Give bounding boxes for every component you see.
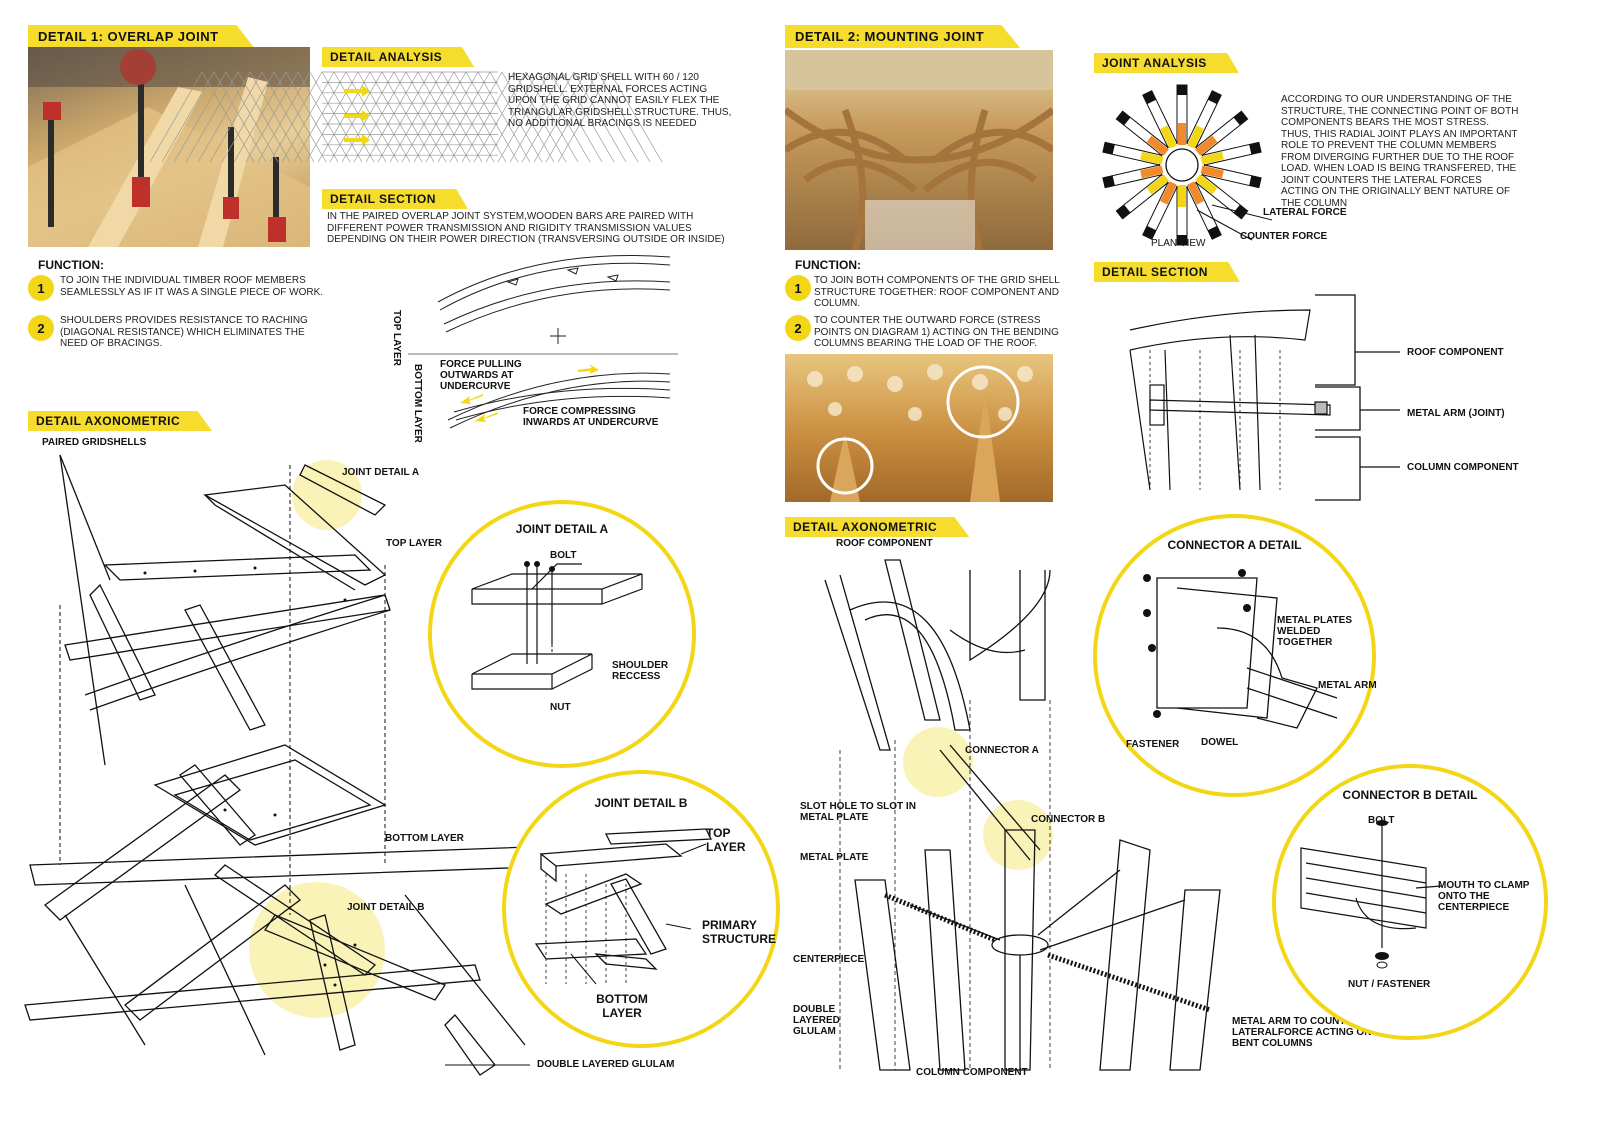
joint-analysis-tag: JOINT ANALYSIS xyxy=(1094,53,1239,73)
function-title-right: FUNCTION: xyxy=(795,258,861,272)
lateral-force-label: LATERAL FORCE xyxy=(1263,207,1347,218)
bolt-label: BOLT xyxy=(550,550,577,561)
radial-spoke xyxy=(1200,164,1262,189)
detail-axonometric-tag-left: DETAIL AXONOMETRIC xyxy=(28,411,213,431)
connector-a-drawing xyxy=(1143,569,1338,729)
overlap-joint-photo-art xyxy=(28,47,310,247)
bottom-layer-axo-label: BOTTOM LAYER xyxy=(385,833,464,844)
detail-analysis-text: HEXAGONAL GRID SHELL WITH 60 / 120 GRIDS… xyxy=(508,72,732,129)
radial-spoke xyxy=(1142,90,1178,149)
column-component-section-label: COLUMN COMPONENT xyxy=(1407,462,1519,473)
radial-spoke xyxy=(1195,110,1249,156)
connector-a-title: CONNECTOR A DETAIL xyxy=(1167,538,1302,552)
connector-b-drawing xyxy=(1300,820,1442,969)
triangle-grid-diagram xyxy=(149,71,663,163)
column-stress-photo-art xyxy=(807,364,1033,502)
radial-joint-plan xyxy=(1102,84,1273,246)
metal-arm-joint-label: METAL ARM (JOINT) xyxy=(1407,408,1505,419)
double-layered-glulam-right-label: DOUBLE LAYERED GLULAM xyxy=(793,1004,840,1037)
radial-spoke xyxy=(1176,185,1188,246)
shoulder-reccess-label: SHOULDER RECCESS xyxy=(612,660,669,682)
detail-axonometric-tag-right: DETAIL AXONOMETRIC xyxy=(785,517,970,537)
detail-section-tag: DETAIL SECTION xyxy=(322,189,468,209)
detail-section-text: IN THE PAIRED OVERLAP JOINT SYSTEM,WOODE… xyxy=(327,211,725,245)
column-stress-photo xyxy=(785,354,1053,502)
connector-b-label: CONNECTOR B xyxy=(1031,814,1106,825)
metal-plates-welded-label: METAL PLATES WELDED TOGETHER xyxy=(1277,615,1352,648)
radial-spoke xyxy=(1200,141,1262,166)
joint-detail-b-circle: JOINT DETAIL B TOP LAYER PRIMARY STRUCTU… xyxy=(502,770,780,1048)
bolt-b-label: BOLT xyxy=(1368,815,1395,826)
metal-plate-label: METAL PLATE xyxy=(800,852,869,863)
function-text-right-2: TO COUNTER THE OUTWARD FORCE (STRESS POI… xyxy=(814,315,1059,349)
mouth-clamp-label: MOUTH TO CLAMP ONTO THE CENTERPIECE xyxy=(1438,880,1530,913)
radial-spoke xyxy=(1142,181,1178,240)
radial-spoke xyxy=(1115,110,1169,156)
bottom-layer-b-label: BOTTOM LAYER xyxy=(596,992,648,1020)
joint-detail-a-circle: JOINT DETAIL A BOLT SHOULDER RECCESS NUT xyxy=(428,500,696,768)
radial-spoke xyxy=(1176,84,1188,145)
plan-view-label: PLAN VIEW xyxy=(1151,238,1206,249)
function-number-right-1: 1 xyxy=(785,275,811,301)
mounting-joint-photo-art xyxy=(785,50,1053,250)
function-title: FUNCTION: xyxy=(38,258,104,272)
function-number-right-2: 2 xyxy=(785,315,811,341)
detail-1-tag: DETAIL 1: OVERLAP JOINT xyxy=(28,25,255,48)
connector-a-circle: CONNECTOR A DETAIL METAL PLATES WELDED T… xyxy=(1093,514,1377,797)
paired-gridshells-label: PAIRED GRIDSHELLS xyxy=(42,437,147,448)
function-number-2: 2 xyxy=(28,315,54,341)
detail-section-tag-right: DETAIL SECTION xyxy=(1094,262,1240,282)
section-bottom-layer-label: BOTTOM LAYER xyxy=(412,364,423,443)
joint-detail-b-title: JOINT DETAIL B xyxy=(594,796,688,810)
detail-2-tag: DETAIL 2: MOUNTING JOINT xyxy=(785,25,1021,48)
top-layer-axo-label: TOP LAYER xyxy=(386,538,442,549)
joint-detail-b-label: JOINT DETAIL B xyxy=(347,902,425,913)
force-compressing-label: FORCE COMPRESSING INWARDS AT UNDERCURVE xyxy=(523,406,659,428)
detail-analysis-tag: DETAIL ANALYSIS xyxy=(322,47,475,67)
centerpiece-label: CENTERPIECE xyxy=(793,954,865,965)
section-diagram xyxy=(408,255,678,429)
radial-spoke xyxy=(1102,164,1164,189)
roof-component-axo-label: ROOF COMPONENT xyxy=(836,538,933,549)
force-pulling-label: FORCE PULLING OUTWARDS AT UNDERCURVE xyxy=(440,359,522,392)
function-text-right-1: TO JOIN BOTH COMPONENTS OF THE GRID SHEL… xyxy=(814,275,1060,309)
radial-spoke xyxy=(1102,141,1164,166)
function-number-1: 1 xyxy=(28,275,54,301)
function-text-2: SHOULDERS PROVIDES RESISTANCE TO RACHING… xyxy=(60,315,308,349)
top-layer-b-label: TOP LAYER xyxy=(706,826,746,854)
fastener-label: FASTENER xyxy=(1126,739,1180,750)
section-top-layer-label: TOP LAYER xyxy=(391,310,402,366)
radial-spoke xyxy=(1186,90,1222,149)
joint-detail-a-title: JOINT DETAIL A xyxy=(515,522,609,536)
nut-label: NUT xyxy=(550,702,571,713)
dowel-label: DOWEL xyxy=(1201,737,1239,748)
metal-arm-axo-label: METAL ARM TO COUNTER LATERALFORCE ACTING… xyxy=(1232,1016,1395,1049)
overlap-joint-photo xyxy=(28,47,310,247)
left-axonometric-drawing xyxy=(24,454,591,1076)
connector-a-label: CONNECTOR A xyxy=(965,745,1039,756)
mounting-joint-photo xyxy=(785,50,1053,250)
metal-arm-a-label: METAL ARM xyxy=(1318,680,1377,691)
radial-spoke xyxy=(1115,174,1169,220)
roof-component-section-label: ROOF COMPONENT xyxy=(1407,347,1504,358)
mounting-section-drawing xyxy=(1129,294,1400,501)
joint-analysis-text: ACCORDING TO OUR UNDERSTANDING OF THE ST… xyxy=(1281,94,1519,209)
connector-b-title: CONNECTOR B DETAIL xyxy=(1342,788,1478,802)
connector-b-circle: CONNECTOR B DETAIL BOLT MOUTH TO CLAMP O… xyxy=(1272,764,1548,1040)
double-layered-glulam-label: DOUBLE LAYERED GLULAM xyxy=(537,1059,675,1070)
joint-detail-a-label: JOINT DETAIL A xyxy=(342,467,420,478)
function-text-1: TO JOIN THE INDIVIDUAL TIMBER ROOF MEMBE… xyxy=(60,275,324,298)
right-axonometric-drawing xyxy=(824,559,1221,1071)
joint-detail-b-drawing xyxy=(534,828,713,985)
slot-hole-label: SLOT HOLE TO SLOT IN METAL PLATE xyxy=(800,801,916,823)
nut-fastener-label: NUT / FASTENER xyxy=(1348,979,1431,990)
counter-force-label: COUNTER FORCE xyxy=(1240,231,1328,242)
primary-structure-label: PRIMARY STRUCTURE xyxy=(702,918,776,946)
joint-detail-a-drawing xyxy=(471,561,643,690)
column-component-axo-label: COLUMN COMPONENT xyxy=(916,1067,1028,1078)
radial-spoke xyxy=(1186,181,1222,240)
